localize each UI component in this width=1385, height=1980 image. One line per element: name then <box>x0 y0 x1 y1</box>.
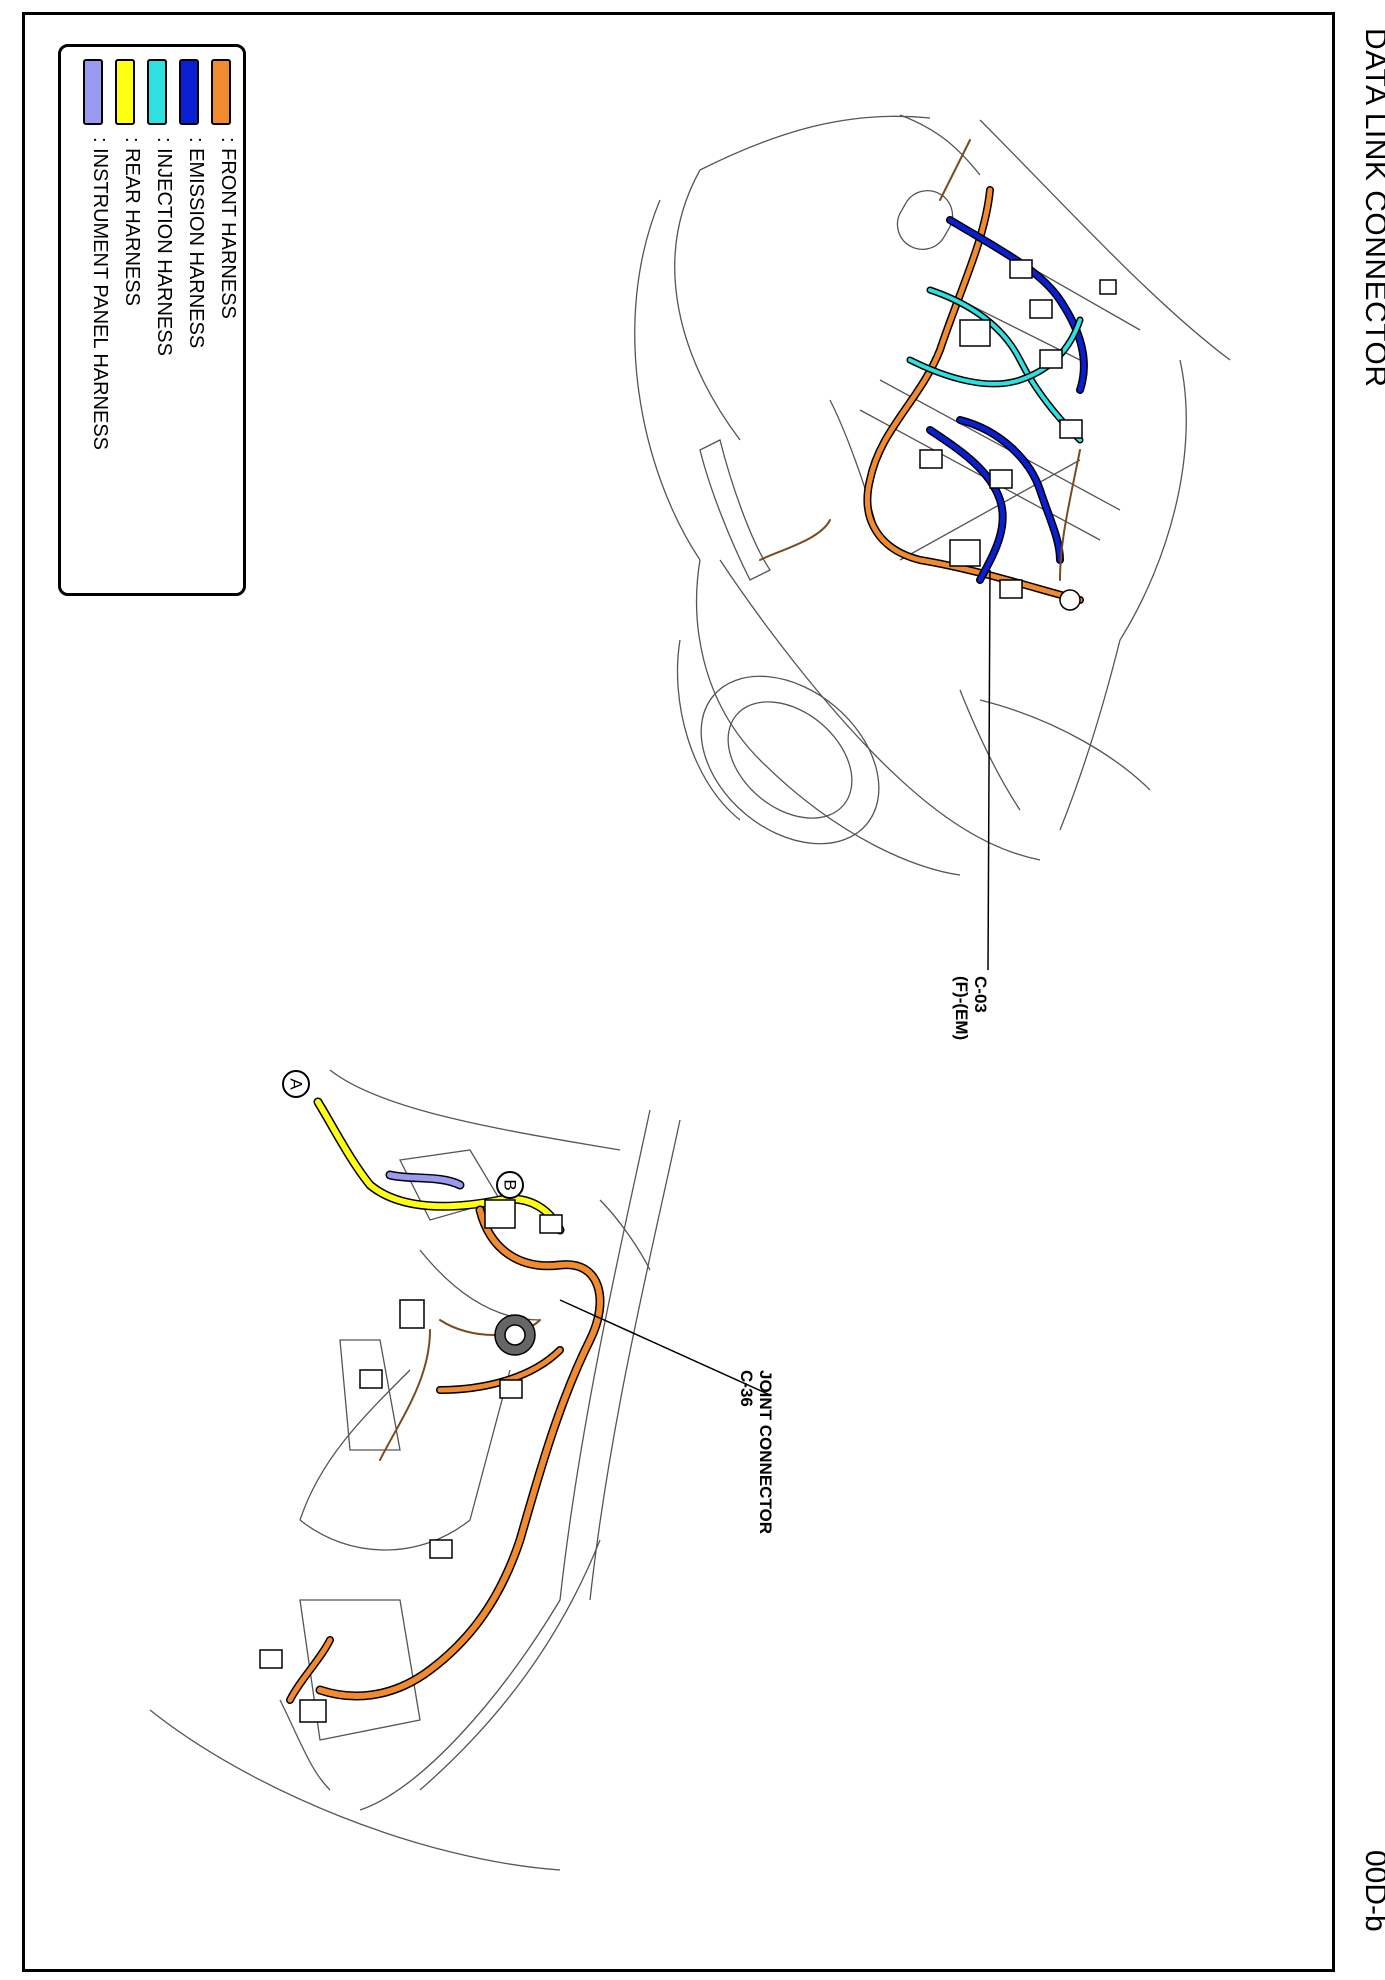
page-frame <box>22 12 1335 1972</box>
dash-outline <box>149 1069 681 1871</box>
callout-c36-line2: C-36 <box>737 1370 756 1407</box>
legend-swatch-emission <box>179 59 199 125</box>
legend-swatch-front <box>211 59 231 125</box>
legend-label-front: : FRONT HARNESS <box>217 137 239 319</box>
legend-label-instrument-panel: : INSTRUMENT PANEL HARNESS <box>89 137 111 451</box>
callout-c36-line1: JOINT CONNECTOR <box>756 1370 775 1535</box>
svg-text:B: B <box>501 1179 520 1190</box>
callout-c03-line1: C-03 <box>971 976 990 1013</box>
svg-text:A: A <box>287 1078 306 1090</box>
legend-label-emission: : EMISSION HARNESS <box>185 137 207 349</box>
legend-swatch-rear <box>115 59 135 125</box>
callout-c03-line2: (F)-(EM) <box>952 976 971 1041</box>
connector-blocks-lower <box>259 1199 563 1723</box>
callout-c03: C-03 (F)-(EM) <box>952 976 990 1040</box>
engine-compartment-outline <box>634 114 1231 876</box>
harness-legend: : FRONT HARNESS : EMISSION HARNESS : INJ… <box>58 44 246 596</box>
callout-c36: JOINT CONNECTOR C-36 <box>737 1370 775 1534</box>
marker-b: B <box>496 1171 524 1199</box>
legend-swatch-instrument-panel <box>83 59 103 125</box>
legend-label-rear: : REAR HARNESS <box>121 137 143 306</box>
leader-line-c36 <box>559 1299 771 1396</box>
legend-label-injection: : INJECTION HARNESS <box>153 137 175 356</box>
marker-a: A <box>282 1070 310 1098</box>
connector-blocks-upper <box>919 259 1117 611</box>
leader-line-c03 <box>987 569 991 971</box>
legend-swatch-injection <box>147 59 167 125</box>
